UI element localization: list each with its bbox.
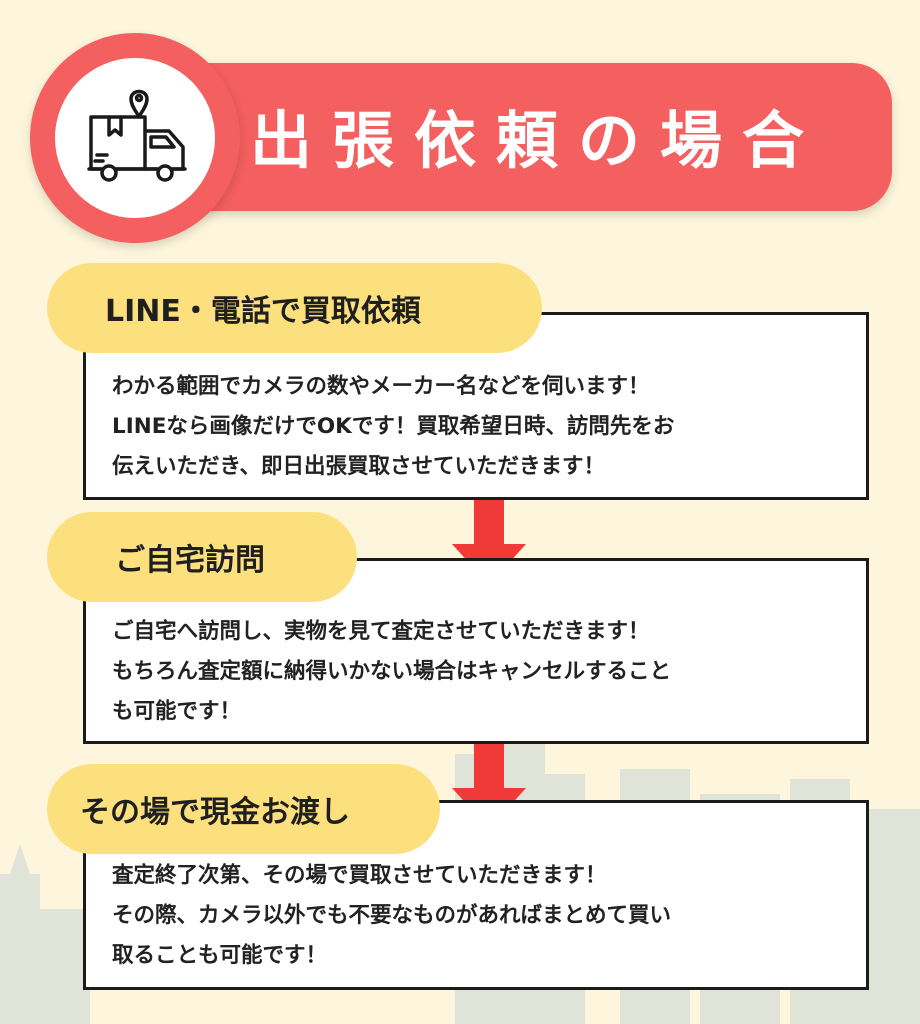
step-3-description: 査定終了次第、その場で買取させていただきます！ その際、カメラ以外でも不要なもの… <box>112 863 672 968</box>
step-1-label: LINE・電話で買取依頼 <box>47 263 542 353</box>
page-title: 出張依頼の場合 <box>250 104 825 177</box>
step-3-description-box: 査定終了次第、その場で買取させていただきます！ その際、カメラ以外でも不要なもの… <box>83 800 869 990</box>
step-2-label: ご自宅訪問 <box>47 512 357 602</box>
header-icon-circle <box>55 58 215 218</box>
delivery-truck-icon <box>87 89 187 182</box>
step-1-description: わかる範囲でカメラの数やメーカー名などを伺います！ LINEなら画像だけでOKで… <box>112 374 675 479</box>
step-2-description: ご自宅へ訪問し、実物を見て査定させていただきます！ もちろん査定額に納得いかない… <box>112 619 672 724</box>
step-3-label: その場で現金お渡し <box>47 764 440 854</box>
